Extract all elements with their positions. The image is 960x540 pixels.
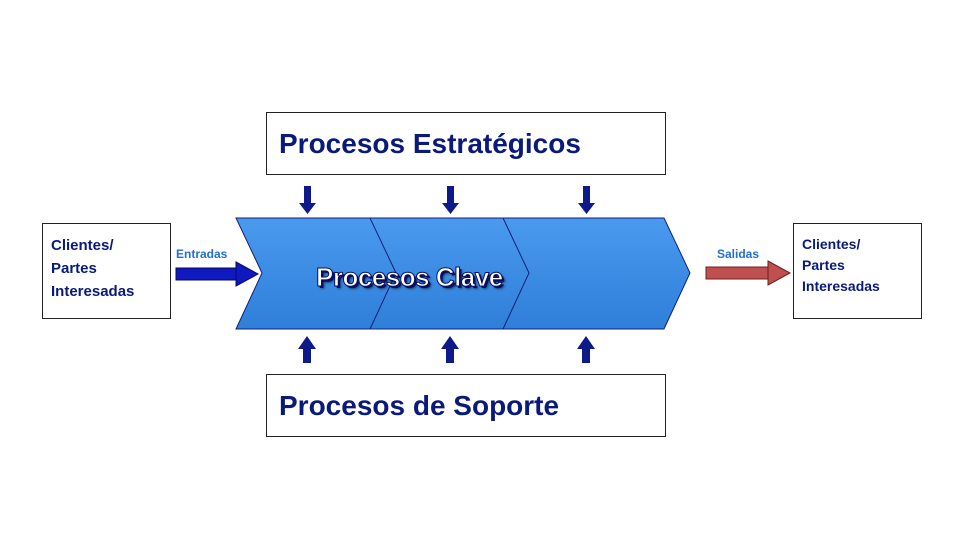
inputs-label: Entradas: [176, 247, 228, 261]
down-arrow-1: [299, 186, 316, 214]
outputs-label: Salidas: [717, 247, 760, 261]
output-arrow: [705, 260, 792, 286]
up-arrow-1: [298, 336, 316, 363]
strategic-processes-title: Procesos Estratégicos: [279, 127, 581, 159]
client-left-label: Clientes/ Partes Interesadas: [51, 237, 135, 300]
support-processes-box: Procesos de Soporte: [266, 374, 666, 437]
client-right-box: Clientes/ Partes Interesadas: [793, 223, 922, 319]
input-arrow: [175, 261, 260, 287]
key-processes-chevron: [235, 217, 691, 330]
down-arrow-3: [578, 186, 595, 214]
up-arrow-2: [441, 336, 459, 363]
support-processes-title: Procesos de Soporte: [279, 389, 560, 421]
chevron-divider-1: [369, 217, 397, 330]
chevron-divider-2: [502, 217, 530, 330]
down-arrow-2: [442, 186, 459, 214]
client-left-box: Clientes/ Partes Interesadas: [42, 223, 171, 319]
strategic-processes-box: Procesos Estratégicos: [266, 112, 666, 175]
up-arrow-3: [577, 336, 595, 363]
client-right-label: Clientes/ Partes Interesadas: [802, 236, 880, 294]
key-processes-label: Procesos Clave: [316, 262, 504, 293]
